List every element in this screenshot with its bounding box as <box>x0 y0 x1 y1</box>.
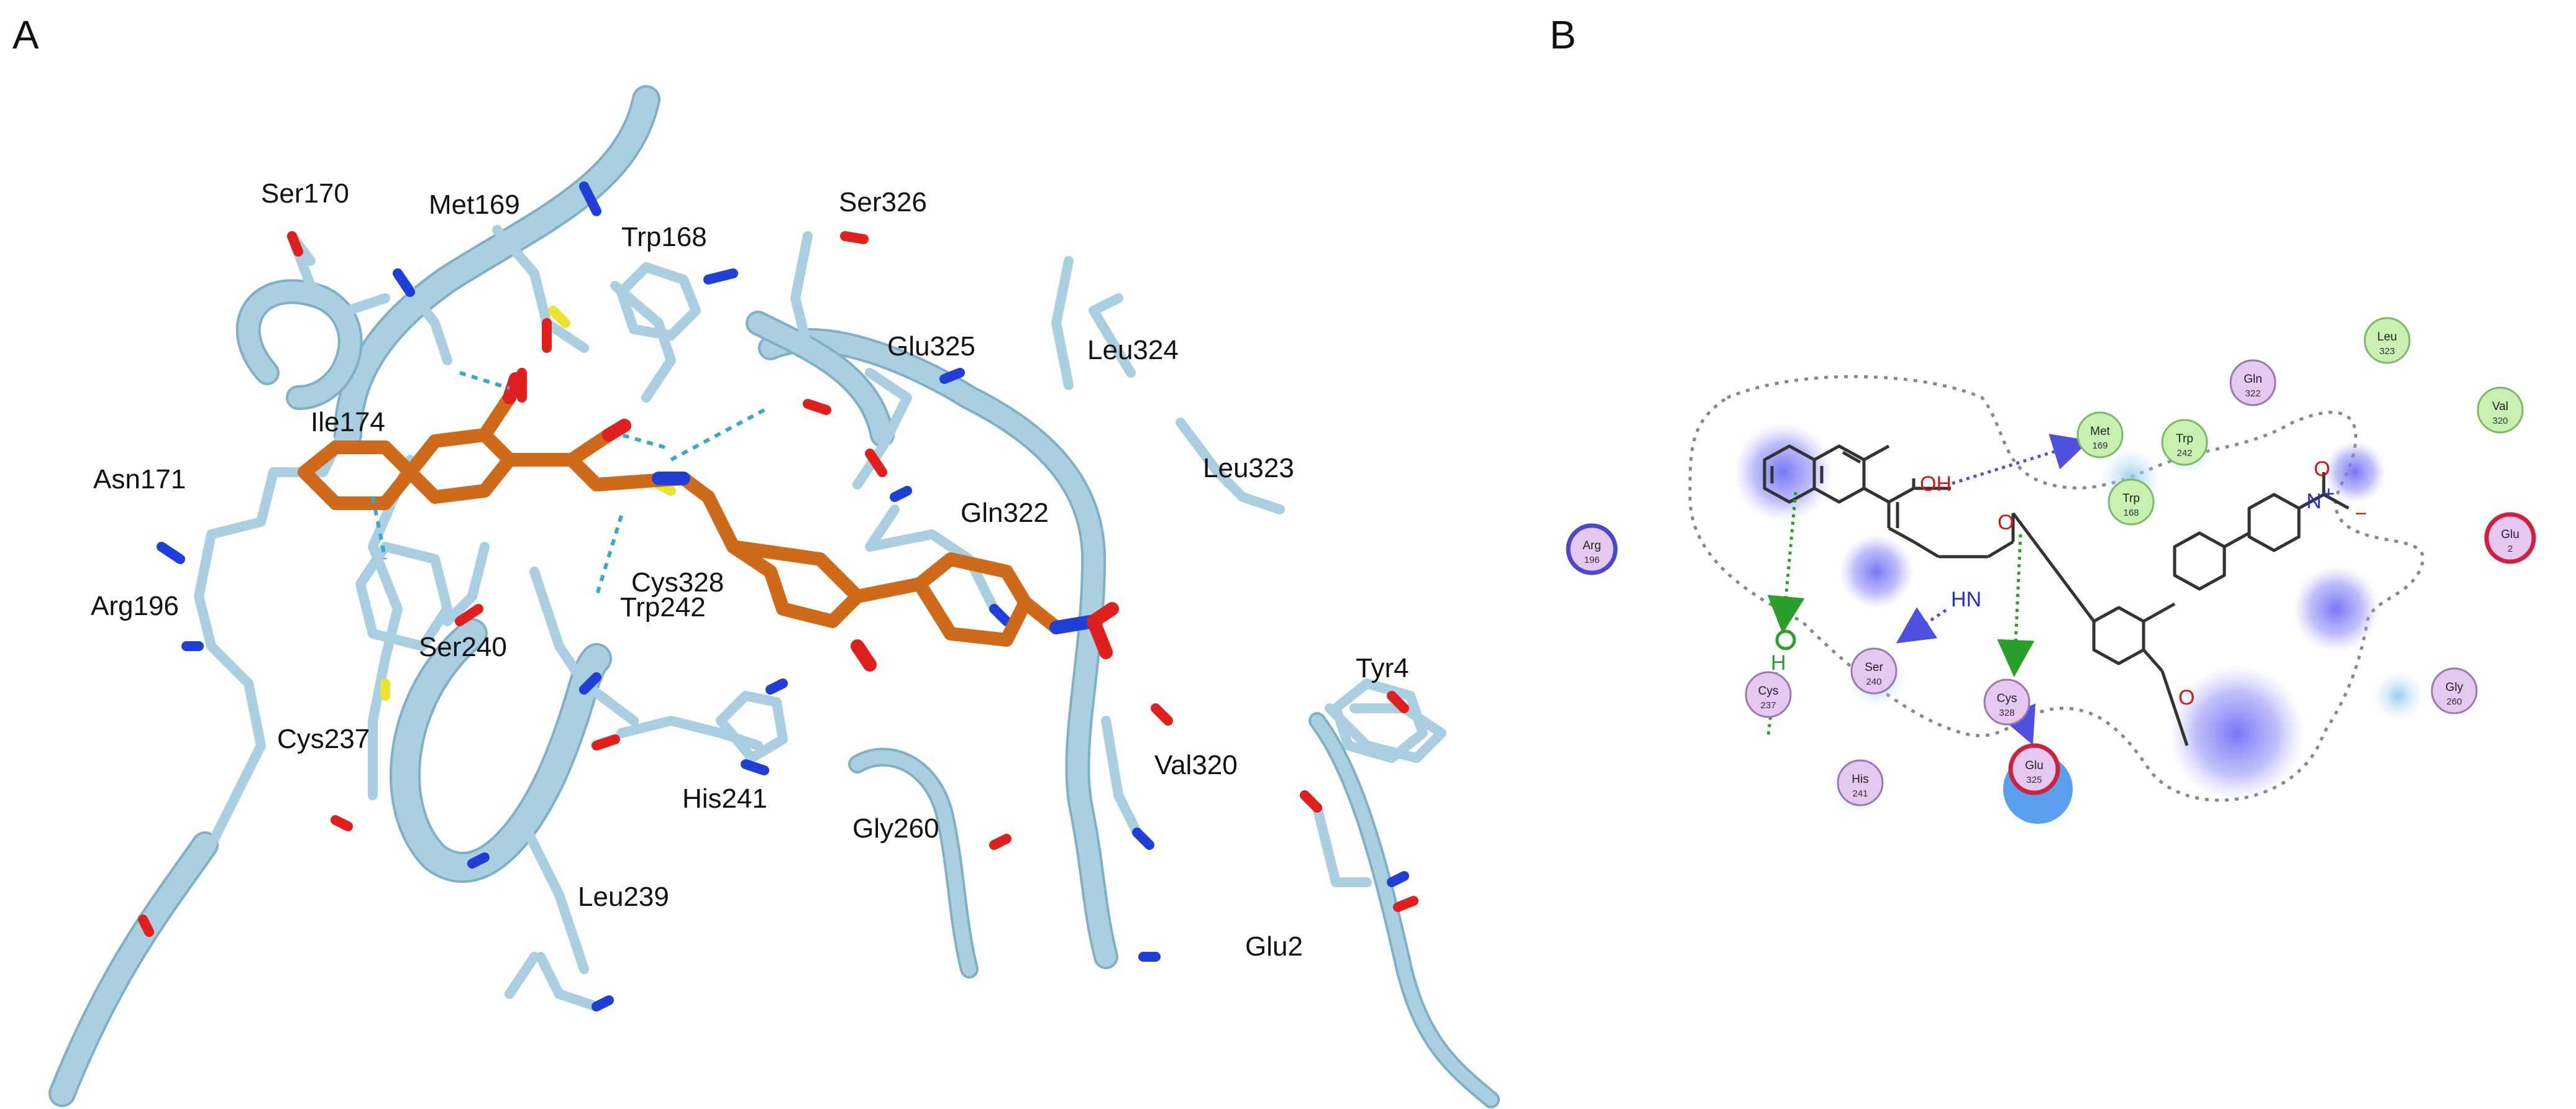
residue-label: Trp242 <box>620 592 706 623</box>
svg-text:196: 196 <box>1584 555 1599 565</box>
residue-label: Met169 <box>429 189 520 220</box>
residue-label: Gly260 <box>852 813 939 844</box>
residue-node: Trp 168 <box>2108 478 2155 526</box>
residue-label: Leu324 <box>1087 335 1179 365</box>
residue-label: His241 <box>682 783 767 814</box>
residue-labels: Ser170 Met169 Trp168 Ser326 Glu325 Leu32… <box>91 178 1409 962</box>
nitro-n-label: N <box>2306 490 2322 513</box>
ligand-heteroatoms <box>503 372 1119 672</box>
residue-label: Tyr4 <box>1356 653 1409 683</box>
residue-label: Leu239 <box>578 882 669 912</box>
svg-text:168: 168 <box>2123 508 2139 518</box>
svg-text:Glu: Glu <box>2501 528 2519 541</box>
protein-ribbons <box>48 85 1500 1108</box>
svg-text:Leu: Leu <box>2377 331 2397 344</box>
residue-label: Arg196 <box>91 591 179 621</box>
nitro-o-label: O <box>2314 457 2330 481</box>
svg-text:2: 2 <box>2508 544 2513 554</box>
svg-text:325: 325 <box>2026 775 2042 785</box>
residue-label: Glu325 <box>887 331 975 362</box>
residue-node: Ser 240 <box>1850 647 1898 695</box>
residue-rings <box>355 262 1428 763</box>
residue-label: Trp168 <box>621 222 707 252</box>
residue-node: Gln 322 <box>2229 359 2277 406</box>
svg-text:237: 237 <box>1760 700 1776 711</box>
residue-label: Ser170 <box>261 178 349 209</box>
svg-text:Gln: Gln <box>2244 373 2262 386</box>
svg-text:Ser: Ser <box>1865 661 1883 674</box>
svg-text:Cys: Cys <box>1997 692 2017 705</box>
svg-text:323: 323 <box>2379 346 2395 357</box>
svg-text:Glu: Glu <box>2025 759 2044 772</box>
residue-label: Cys328 <box>631 567 724 598</box>
methoxy-o-label: O <box>2178 686 2195 710</box>
panel-label-b: B <box>1550 12 1576 57</box>
residue-label: Val320 <box>1154 750 1238 780</box>
pi-ring-center <box>1775 629 1796 650</box>
svg-text:169: 169 <box>2092 440 2108 451</box>
svg-text:Arg: Arg <box>1583 539 1601 552</box>
residue-node: Glu 325 <box>2008 743 2060 795</box>
ligand-2d-structure <box>1763 444 2350 746</box>
carbonyl-o-label: O <box>1998 511 2014 534</box>
residue-label: Cys237 <box>277 724 370 754</box>
svg-text:Trp: Trp <box>2176 432 2193 445</box>
residue-label: Ser240 <box>419 632 507 662</box>
residue-nodes: Met 169 Trp 242 Gln 322 Leu 323 Val <box>1566 317 2536 806</box>
svg-text:241: 241 <box>1852 788 1868 799</box>
oh-label: OH <box>1920 472 1952 496</box>
panel-label-a: A <box>12 12 39 57</box>
ligand-sticks <box>298 391 1063 647</box>
svg-text:242: 242 <box>2176 448 2192 459</box>
svg-text:328: 328 <box>1999 708 2014 718</box>
residue-label: Glu2 <box>1245 931 1303 962</box>
svg-text:Trp: Trp <box>2122 492 2140 505</box>
panel-b-2d-interaction-diagram: B <box>1550 12 2536 824</box>
residue-label: Ser326 <box>839 187 927 217</box>
svg-text:His: His <box>1852 773 1868 786</box>
svg-text:320: 320 <box>2492 416 2508 426</box>
residue-label: Leu323 <box>1203 453 1294 483</box>
residue-node: Cys 237 <box>1745 671 1792 718</box>
hn-label: HN <box>1951 588 1981 611</box>
svg-text:260: 260 <box>2446 696 2462 707</box>
residue-node: Leu 323 <box>2364 317 2411 364</box>
svg-text:Met: Met <box>2090 425 2110 438</box>
residue-label: Asn171 <box>93 464 186 495</box>
hbond-dashes <box>371 371 765 597</box>
residue-node: Met 169 <box>2076 411 2124 459</box>
residue-node: Glu 2 <box>2484 512 2536 564</box>
residue-node: Gly 260 <box>2431 667 2478 714</box>
nitro-charge-plus: + <box>2323 482 2335 506</box>
residue-node: Arg 196 <box>1566 523 1618 575</box>
svg-text:Val: Val <box>2492 400 2508 413</box>
panel-a-3d-binding-pose: A <box>12 12 1500 1108</box>
svg-text:Cys: Cys <box>1758 685 1779 698</box>
residue-label: Ile174 <box>311 407 385 437</box>
residue-label: Gln322 <box>961 498 1049 528</box>
nitro-charge-minus: − <box>2355 502 2367 526</box>
pi-h-label: H <box>1771 651 1786 675</box>
residue-node: His 241 <box>1837 759 1884 806</box>
ligand-2d-atoms: OH O HN O N + − O H <box>1771 457 2367 710</box>
residue-node: Cys 328 <box>1983 678 2030 726</box>
heteroatoms <box>138 181 1418 1011</box>
svg-text:240: 240 <box>1866 677 1881 687</box>
svg-text:Gly: Gly <box>2446 681 2464 694</box>
residue-node: Trp 242 <box>2161 419 2208 466</box>
svg-text:322: 322 <box>2245 388 2260 399</box>
residue-node: Val 320 <box>2477 386 2524 434</box>
